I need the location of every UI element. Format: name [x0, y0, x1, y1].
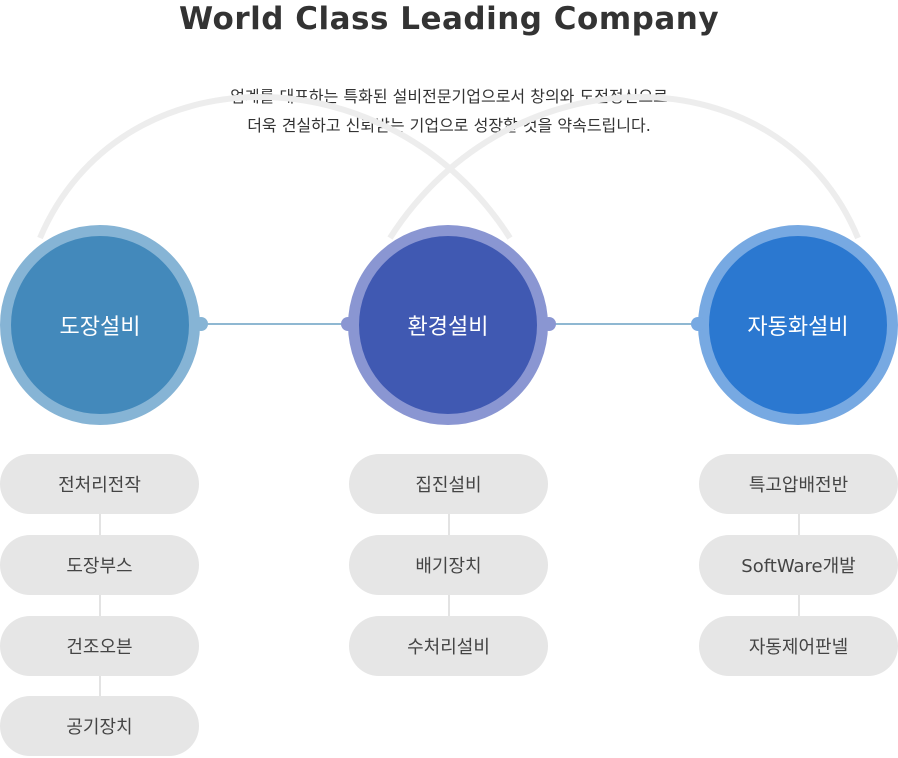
category-circle-environment[interactable]: 환경설비 — [348, 225, 548, 425]
arc-left — [37, 94, 513, 240]
connector-dot — [542, 317, 556, 331]
category-label: 도장설비 — [59, 315, 141, 340]
page-title: World Class Leading Company — [178, 1, 720, 37]
intro-line-2: 더욱 견실하고 신뢰받는 기업으로 성장할 것을 약속드립니다. — [247, 116, 651, 135]
intro-line-1: 업계를 대표하는 특화된 설비전문기업으로서 창의와 도전정신으로 — [230, 87, 668, 106]
service-item[interactable]: 수처리설비 — [349, 616, 548, 676]
service-item[interactable]: 전처리전작 — [0, 454, 199, 514]
service-item[interactable]: 집진설비 — [349, 454, 548, 514]
service-item[interactable]: 자동제어판넬 — [699, 616, 898, 676]
connector-dot — [341, 317, 355, 331]
intro-text: 업계를 대표하는 특화된 설비전문기업으로서 창의와 도전정신으로 더욱 견실하… — [0, 82, 898, 140]
pill-connector — [99, 484, 101, 726]
service-item[interactable]: 공기장치 — [0, 696, 199, 756]
category-label: 자동화설비 — [747, 315, 849, 340]
service-item[interactable]: 도장부스 — [0, 535, 199, 595]
arc-right — [387, 94, 861, 240]
category-circle-painting[interactable]: 도장설비 — [0, 225, 200, 425]
service-item[interactable]: 건조오븐 — [0, 616, 199, 676]
service-item[interactable]: 배기장치 — [349, 535, 548, 595]
service-item[interactable]: SoftWare개발 — [699, 535, 898, 595]
connector-dot — [194, 317, 208, 331]
service-item[interactable]: 특고압배전반 — [699, 454, 898, 514]
category-circle-automation[interactable]: 자동화설비 — [698, 225, 898, 425]
category-label: 환경설비 — [407, 315, 489, 340]
connector-dot — [691, 317, 705, 331]
